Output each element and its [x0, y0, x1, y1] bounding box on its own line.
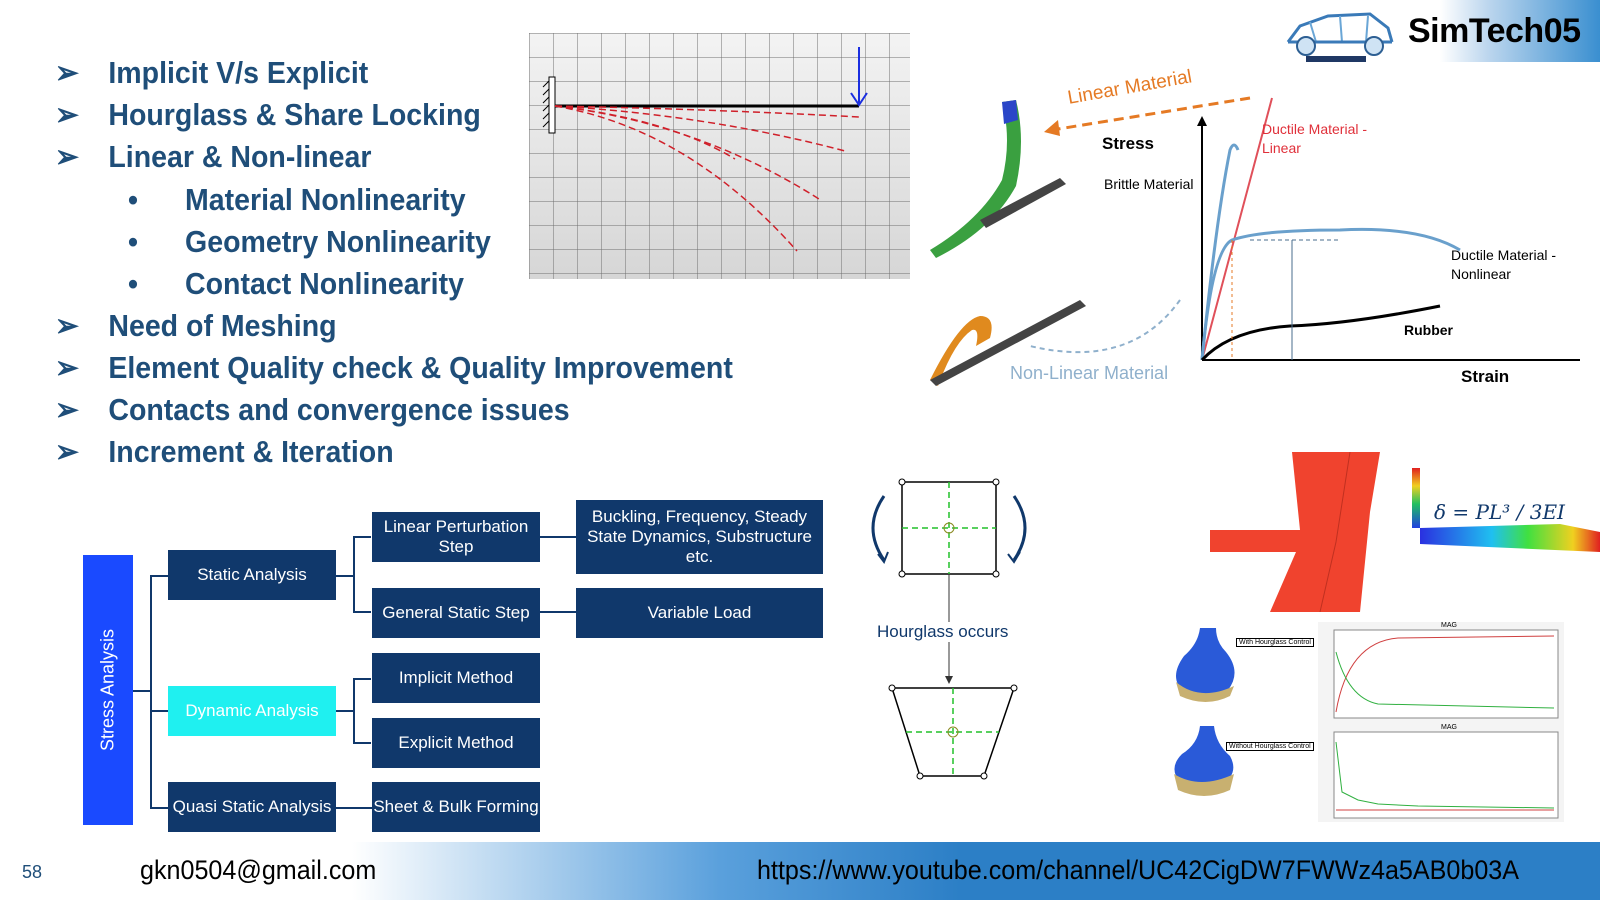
implicit-method-box: Implicit Method: [372, 653, 540, 703]
quasi-static-analysis-box: Quasi Static Analysis: [168, 782, 336, 832]
dynamic-analysis-box: Dynamic Analysis: [168, 686, 336, 736]
bullet-item: ➢Implicit V/s Explicit: [55, 55, 369, 90]
nonlinear-material-label: Non-Linear Material: [1010, 363, 1169, 383]
bullet-item: ➢Hourglass & Share Locking: [55, 97, 481, 132]
footer-band: [0, 842, 1600, 900]
deflection-formula: δ = PL³ / 3EI: [1434, 500, 1565, 524]
bullet-item: ➢Need of Meshing: [55, 308, 337, 343]
brittle-material-label: Brittle Material: [1104, 176, 1194, 192]
stress-axis-label: Stress: [1102, 134, 1154, 153]
brand-title: SimTech05: [1408, 12, 1581, 50]
material-curves-chart: [930, 96, 1580, 386]
bullet-item: ➢Increment & Iteration: [55, 434, 394, 469]
rubber-label: Rubber: [1404, 322, 1453, 338]
header-band: [1440, 0, 1600, 62]
ductile-linear-label: Ductile Material -Linear: [1262, 121, 1368, 156]
bullet-item: ➢Linear & Non-linear: [55, 139, 372, 174]
without-control-label: Without Hourglass Control: [1226, 742, 1314, 751]
with-control-label: With Hourglass Control: [1236, 638, 1314, 647]
explicit-method-box: Explicit Method: [372, 718, 540, 768]
page-number: 58: [22, 862, 43, 882]
variable-load-box: Variable Load: [576, 588, 823, 638]
ductile-nonlinear-label: Ductile Material -Nonlinear: [1451, 247, 1557, 282]
sub-bullet-item: •Geometry Nonlinearity: [128, 224, 491, 259]
sheet-bulk-forming-box: Sheet & Bulk Forming: [372, 782, 540, 832]
bullet-item: ➢Element Quality check & Quality Improve…: [55, 350, 733, 385]
energy-plots: [1318, 622, 1564, 822]
mag-title-bottom: MAG: [1441, 724, 1457, 731]
hourglass-bottle-images: [1174, 628, 1235, 796]
email-link[interactable]: gkn0504@gmail.com: [140, 855, 377, 885]
beam-deflection-image: [529, 33, 910, 279]
stress-analysis-root: Stress Analysis: [83, 555, 133, 825]
youtube-url-link[interactable]: https://www.youtube.com/channel/UC42CigD…: [757, 855, 1520, 885]
strain-axis-label: Strain: [1461, 367, 1510, 386]
static-analysis-box: Static Analysis: [168, 550, 336, 600]
buckling-frequency-box: Buckling, Frequency, Steady State Dynami…: [576, 500, 823, 574]
sub-bullet-item: •Material Nonlinearity: [128, 182, 466, 217]
car-frame-logo: [1286, 12, 1394, 62]
sub-bullet-item: •Contact Nonlinearity: [128, 266, 464, 301]
bullet-item: ➢Contacts and convergence issues: [55, 392, 570, 427]
hourglass-occurs-label: Hourglass occurs: [875, 622, 1011, 642]
general-static-step-box: General Static Step: [372, 588, 540, 638]
contour-plot-image: [1210, 452, 1600, 612]
linear-perturbation-step-box: Linear Perturbation Step: [372, 512, 540, 562]
mag-title-top: MAG: [1441, 622, 1457, 629]
hourglass-diagram: [871, 478, 1027, 780]
